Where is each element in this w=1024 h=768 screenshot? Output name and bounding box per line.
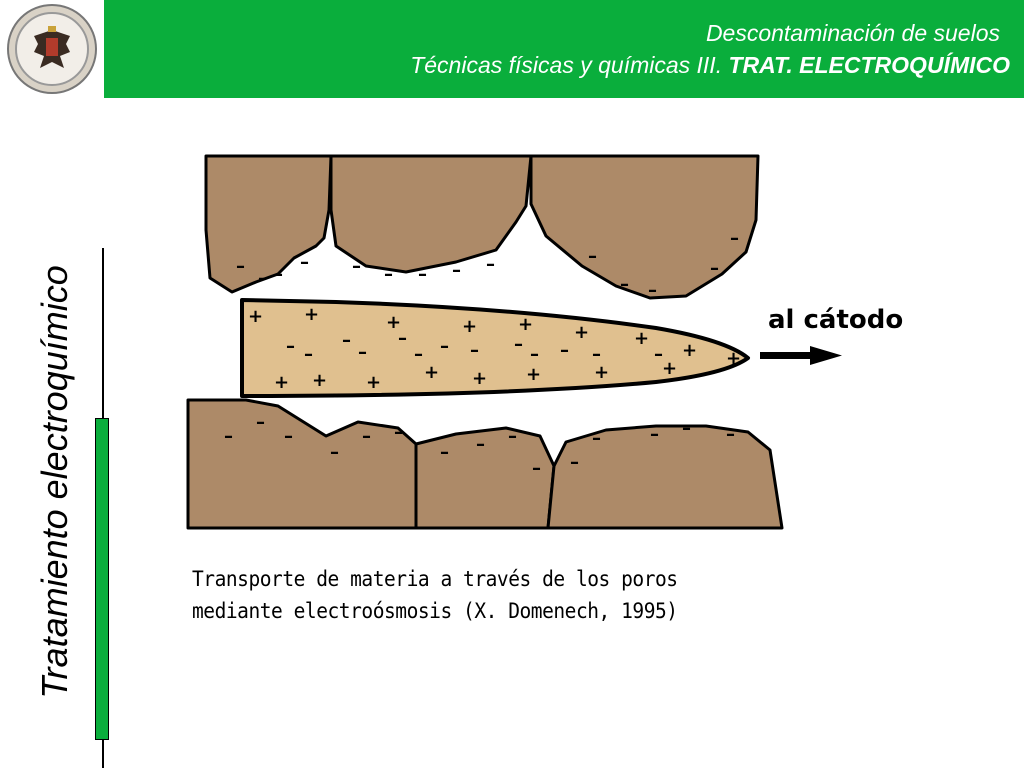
positive-charge: + <box>472 368 487 389</box>
soil-particle-top-middle <box>329 154 533 274</box>
negative-charge: – <box>284 426 293 447</box>
positive-charge: + <box>274 372 289 393</box>
university-logo <box>0 0 104 98</box>
fluid-plug <box>240 298 750 398</box>
negative-charge: – <box>592 344 601 365</box>
positive-charge: + <box>682 340 697 361</box>
negative-charge: – <box>384 264 393 285</box>
caption-line-1: Transporte de materia a través de los po… <box>192 567 678 591</box>
caption-line-2: mediante electroósmosis (X. Domenech, 19… <box>192 599 678 623</box>
arrow-right-icon <box>760 346 842 365</box>
soil-particle-bottom-right <box>546 424 784 530</box>
negative-charge: – <box>682 418 691 439</box>
positive-charge: + <box>386 312 401 333</box>
negative-charge: – <box>508 426 517 447</box>
negative-charge: – <box>286 336 295 357</box>
positive-charge: + <box>462 316 477 337</box>
negative-charge: – <box>342 330 351 351</box>
negative-charge: – <box>530 344 539 365</box>
negative-charge: – <box>418 264 427 285</box>
negative-charge: – <box>452 260 461 281</box>
negative-charge: – <box>532 458 541 479</box>
positive-charge: + <box>634 328 649 349</box>
negative-charge: – <box>726 424 735 445</box>
positive-charge: + <box>248 306 263 327</box>
negative-charge: – <box>710 258 719 279</box>
negative-charge: – <box>588 246 597 267</box>
negative-charge: – <box>256 412 265 433</box>
electroosmosis-diagram: – – – – – – – – – – – – – – + + + + + + … <box>186 154 903 530</box>
negative-charge: – <box>476 434 485 455</box>
coat-of-arms-icon <box>7 4 97 94</box>
negative-charge: – <box>440 336 449 357</box>
negative-charge: – <box>358 342 367 363</box>
positive-charge: + <box>526 364 541 385</box>
positive-charge: + <box>662 358 677 379</box>
header-title-prefix: Técnicas físicas y químicas III. <box>410 52 723 78</box>
negative-charge: – <box>730 228 739 249</box>
negative-charge: – <box>440 442 449 463</box>
negative-charge: – <box>570 452 579 473</box>
negative-charge: – <box>274 264 283 285</box>
negative-charge: – <box>236 256 245 277</box>
negative-charge: – <box>654 344 663 365</box>
positive-charge: + <box>304 304 319 325</box>
header-bar: Descontaminación de suelos Técnicas físi… <box>104 0 1024 98</box>
negative-charge: – <box>620 274 629 295</box>
positive-charge: + <box>312 370 327 391</box>
negative-charge: – <box>394 422 403 443</box>
positive-charge: + <box>726 348 741 369</box>
negative-charge: – <box>398 328 407 349</box>
header-title-bold: TRAT. ELECTROQUÍMICO <box>728 52 1010 78</box>
positive-charge: + <box>594 362 609 383</box>
negative-charge: – <box>592 428 601 449</box>
arrow-label: al cátodo <box>768 305 903 335</box>
positive-charge: + <box>518 314 533 335</box>
positive-charge: + <box>574 322 589 343</box>
positive-charge: + <box>424 362 439 383</box>
negative-charge: – <box>648 280 657 301</box>
soil-particle-top-left <box>204 154 333 294</box>
negative-charge: – <box>352 256 361 277</box>
negative-charge: – <box>514 334 523 355</box>
negative-charge: – <box>330 442 339 463</box>
soil-particle-bottom-left <box>186 398 418 530</box>
side-accent-bar <box>95 418 109 740</box>
figure-caption: Transporte de materia a través de los po… <box>192 563 678 627</box>
charge-symbols: – – – – – – – – – – – – – – + + + + + + … <box>224 228 741 479</box>
negative-charge: – <box>300 252 309 273</box>
negative-charge: – <box>560 340 569 361</box>
negative-charge: – <box>304 344 313 365</box>
negative-charge: – <box>258 268 267 289</box>
positive-charge: + <box>366 372 381 393</box>
side-title: Tratamiento electroquímico <box>34 265 75 699</box>
soil-particle-top-right <box>529 154 760 300</box>
header-subtitle: Descontaminación de suelos <box>705 20 1000 46</box>
negative-charge: – <box>414 344 423 365</box>
negative-charge: – <box>650 424 659 445</box>
soil-particle-bottom-middle <box>414 426 556 530</box>
negative-charge: – <box>486 254 495 275</box>
negative-charge: – <box>224 426 233 447</box>
header-title: Técnicas físicas y químicas III. TRAT. E… <box>410 52 1010 79</box>
negative-charge: – <box>362 426 371 447</box>
negative-charge: – <box>470 340 479 361</box>
